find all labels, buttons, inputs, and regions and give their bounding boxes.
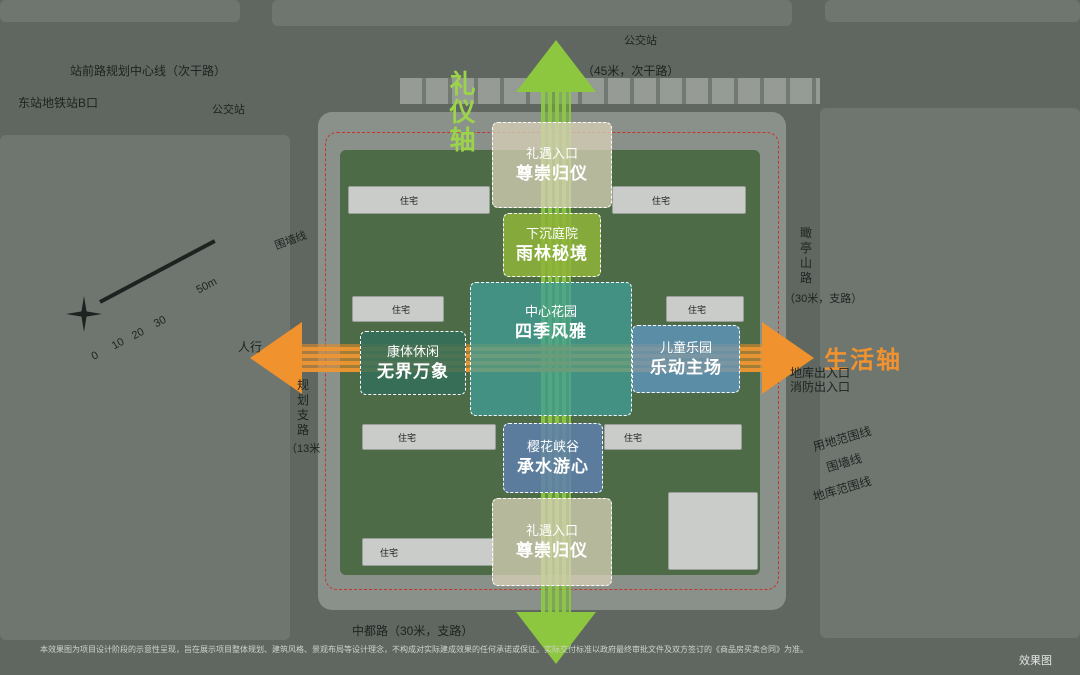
building-label: 住宅: [688, 305, 707, 315]
zone-title: 雨林秘境: [516, 243, 588, 263]
building-label: 住宅: [380, 548, 399, 558]
west-road-vertical-label: 规 划 支 路: [297, 378, 313, 438]
zone-subtitle: 康体休闲: [386, 343, 439, 359]
building-east-mid: [666, 296, 744, 322]
building-south: [362, 538, 494, 566]
block-north-west: [0, 0, 240, 22]
zone-subtitle: 中心花园: [524, 304, 577, 319]
west-road-char: 路: [297, 423, 310, 437]
west-road-width-label: （13米: [286, 443, 321, 455]
zone-title: 四季风雅: [515, 322, 587, 341]
ceremony-axis-label: 礼仪轴: [446, 70, 476, 154]
west-road-char: 支: [297, 408, 310, 422]
north-road-label: （45米，次干路）: [582, 64, 680, 78]
fire-entrance-label: 消防出入口: [790, 380, 851, 394]
ceremony-axis-arrow-up: [516, 40, 596, 92]
west-road-char: 划: [297, 393, 310, 407]
east-road-char: 路: [800, 271, 813, 285]
zone-title: 承水游心: [517, 456, 589, 476]
life-axis-arrow-left: [250, 322, 302, 394]
pedestrian-entry-label: 人行: [238, 340, 263, 354]
zone-sakura-canyon[interactable]: 樱花峡谷 承水游心: [503, 423, 603, 493]
building-label: 住宅: [400, 196, 419, 206]
east-road-char: 山: [800, 256, 813, 270]
west-road-char: 规: [297, 378, 310, 392]
bus-stop-west-label: 公交站: [212, 104, 245, 116]
building-label: 住宅: [392, 305, 411, 315]
zone-subtitle: 礼遇入口: [525, 522, 578, 538]
north-strip: [400, 78, 820, 104]
building-label: 住宅: [624, 433, 643, 443]
east-road-char: 亭: [800, 241, 813, 255]
garage-entrance-label: 地库出入口: [790, 366, 851, 380]
block-north-center: [272, 0, 792, 26]
block-west: [0, 135, 290, 640]
building-south-east: [604, 424, 742, 450]
building-north-west: [348, 186, 490, 214]
zone-title: 乐动主场: [650, 357, 722, 377]
zone-leisure[interactable]: 康体休闲 无界万象: [360, 331, 466, 395]
building-commercial: [668, 492, 758, 570]
zone-subtitle: 儿童乐园: [659, 339, 712, 355]
building-west-mid: [352, 296, 444, 322]
zone-subtitle: 下沉庭院: [525, 225, 578, 241]
disclaimer-text: 本效果图为项目设计阶段的示意性呈现，旨在展示项目整体规划、建筑风格、景观布局等设…: [40, 645, 808, 654]
zone-title: 尊崇归仪: [516, 163, 588, 183]
zone-kids-park[interactable]: 儿童乐园 乐动主场: [632, 325, 740, 393]
metro-label: 东站地铁站B口: [18, 96, 99, 110]
building-label: 住宅: [652, 196, 671, 206]
zone-title: 无界万象: [377, 361, 449, 381]
building-south-west: [362, 424, 496, 450]
zone-central-garden[interactable]: 中心花园 四季风雅: [470, 282, 632, 416]
compass-icon: [66, 296, 102, 332]
zone-subtitle: 樱花峡谷: [526, 438, 579, 454]
ceremony-axis-arrow-down: [516, 612, 596, 664]
image-tag: 效果图: [1019, 655, 1052, 667]
building-north-east: [612, 186, 746, 214]
block-north-east: [825, 0, 1080, 22]
east-road-vertical-label: 瞰 亭 山 路: [800, 226, 814, 286]
life-axis-label: 生活轴: [824, 347, 902, 374]
south-road-label: 中都路（30米，支路）: [352, 624, 474, 638]
bus-stop-east-label: 公交站: [624, 35, 657, 47]
building-label: 住宅: [398, 433, 417, 443]
zone-title: 尊崇归仪: [516, 540, 588, 560]
zone-south-entry[interactable]: 礼遇入口 尊崇归仪: [492, 498, 612, 586]
zone-north-entry[interactable]: 礼遇入口 尊崇归仪: [492, 122, 612, 208]
block-east: [820, 108, 1080, 638]
life-axis-arrow-right: [762, 322, 814, 394]
north-road-centerline-label: 站前路规划中心线（次干路）: [70, 64, 227, 78]
east-road-char: 瞰: [800, 226, 813, 240]
zone-sunken-courtyard[interactable]: 下沉庭院 雨林秘境: [503, 213, 601, 277]
zone-subtitle: 礼遇入口: [525, 145, 578, 161]
east-road-width-label: （30米，支路）: [784, 293, 863, 305]
